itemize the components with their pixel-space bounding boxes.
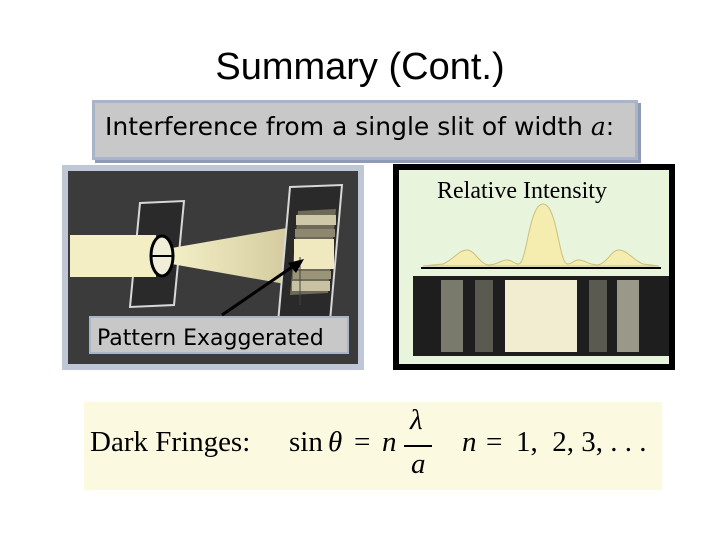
caption-suffix: : bbox=[605, 112, 615, 141]
fringe-photo-central bbox=[505, 280, 577, 352]
fringe-band bbox=[295, 229, 335, 237]
formula-theta: θ bbox=[328, 426, 343, 458]
formula-lambda: λ bbox=[410, 404, 423, 436]
intensity-svg: Relative Intensity bbox=[393, 164, 675, 370]
intensity-label: Relative Intensity bbox=[437, 178, 607, 204]
intensity-curve bbox=[422, 203, 660, 267]
arrow-line bbox=[221, 261, 299, 317]
label-box bbox=[89, 316, 349, 354]
formula-values: 1, 2, 3, . . . bbox=[516, 426, 647, 458]
formula-fraction-bar bbox=[404, 445, 432, 447]
fringe-band bbox=[293, 271, 331, 279]
intensity-figure: Relative Intensity bbox=[393, 164, 675, 370]
fringe-band bbox=[292, 281, 330, 291]
caption-variable: a bbox=[590, 112, 606, 141]
fringe-photo-band bbox=[441, 280, 463, 352]
caption-main: Interference from a single slit of width bbox=[105, 112, 591, 141]
formula-a: a bbox=[411, 448, 426, 480]
caption-text: Interference from a single slit of width… bbox=[105, 112, 614, 141]
diffracted-beam bbox=[166, 225, 304, 287]
pattern-label: Pattern Exaggerated bbox=[97, 326, 324, 351]
slit-diagram-svg: Pattern Exaggerated bbox=[62, 165, 364, 370]
formula-n2: n bbox=[462, 426, 477, 458]
fringe-band bbox=[296, 215, 336, 225]
incoming-beam bbox=[70, 235, 156, 277]
formula-n: n bbox=[382, 426, 397, 458]
fringe-photo-band bbox=[475, 280, 493, 352]
fringe-photo-band bbox=[589, 280, 607, 352]
arrow-head bbox=[288, 259, 304, 273]
formula-equals: = bbox=[354, 426, 371, 458]
slide-title: Summary (Cont.) bbox=[215, 46, 505, 88]
slit-diagram: Pattern Exaggerated bbox=[62, 165, 364, 370]
formula-equals2: = bbox=[486, 426, 503, 458]
caption-box bbox=[92, 100, 638, 160]
fringe-photo-band bbox=[617, 280, 639, 352]
formula-prefix: Dark Fringes: bbox=[90, 426, 251, 458]
formula-sin: sin bbox=[289, 426, 323, 458]
formula-box: Dark Fringes: sin θ = n λ a n = 1, 2, 3,… bbox=[84, 402, 662, 490]
